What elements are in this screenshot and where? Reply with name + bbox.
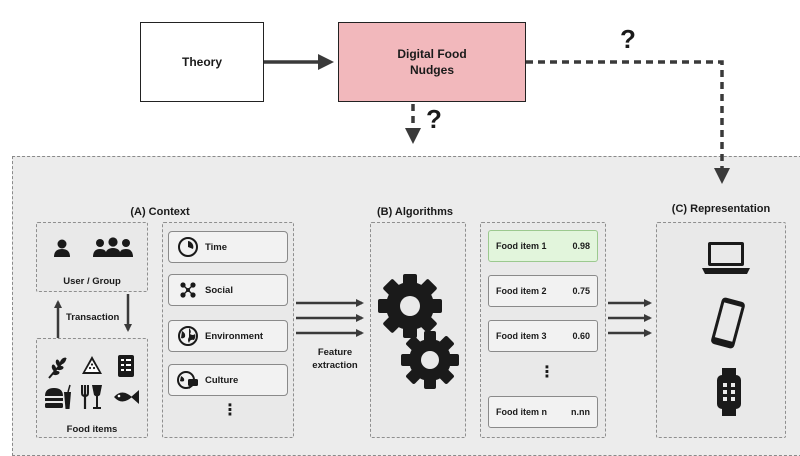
menu-list-icon [118, 355, 134, 377]
fish-icon [114, 390, 139, 404]
context-item-time: Time [168, 231, 288, 263]
cutlery-glass-icon [81, 385, 102, 409]
ranked-item-n: Food item n n.nn [488, 396, 598, 428]
gears-icon [378, 274, 459, 389]
ranked-item-1: Food item 1 0.98 [488, 230, 598, 262]
laptop-icon [702, 242, 750, 274]
representation-title: (C) Representation [671, 203, 771, 215]
burger-drink-icon [45, 384, 71, 409]
ranked-item-n-name: Food item n [496, 407, 547, 417]
ranked-item-2-name: Food item 2 [496, 286, 547, 296]
algorithms-title: (B) Algorithms [377, 206, 453, 218]
context-item-social-label: Social [205, 284, 233, 296]
globe-icon [178, 326, 198, 346]
ranking-ellipsis: ⋮ [539, 364, 555, 381]
context-title: (A) Context [130, 206, 190, 218]
smartwatch-icon [717, 368, 741, 416]
ranked-item-1-score: 0.98 [572, 241, 590, 251]
globe-chat-icon [177, 371, 198, 389]
clock-icon [178, 237, 198, 257]
theory-box: Theory [140, 22, 264, 102]
nudges-to-representation-arrow [526, 60, 730, 184]
user-icon [54, 239, 70, 257]
watermelon-icon [82, 356, 102, 374]
user-group-label: User / Group [63, 276, 121, 287]
feature-extraction-line2: extraction [312, 360, 358, 371]
group-icon [93, 237, 133, 257]
question-mark-middle: ? [426, 104, 442, 134]
ranked-item-n-score: n.nn [571, 407, 590, 417]
context-item-environment-label: Environment [205, 330, 264, 342]
transaction-label: Transaction [66, 312, 120, 323]
ranked-item-3-name: Food item 3 [496, 331, 547, 341]
digital-food-nudges-box: Digital Food Nudges [338, 22, 526, 102]
food-items-box [36, 338, 148, 438]
algorithms-box [370, 222, 466, 438]
context-item-culture: Culture [168, 364, 288, 396]
context-ellipsis: ⋮ [222, 402, 238, 419]
question-mark-top: ? [620, 24, 636, 54]
wheat-icon [48, 357, 67, 379]
context-item-social: Social [168, 274, 288, 306]
nudges-label-line1: Digital Food [397, 47, 467, 61]
context-item-time-label: Time [205, 241, 228, 253]
feature-extraction-label: Feature extraction [300, 346, 370, 372]
people-network-icon [180, 282, 196, 298]
ranked-item-1-name: Food item 1 [496, 241, 547, 251]
context-item-culture-label: Culture [205, 374, 239, 386]
ranked-item-3: Food item 3 0.60 [488, 320, 598, 352]
ranked-item-3-score: 0.60 [572, 331, 590, 341]
theory-label: Theory [181, 55, 222, 69]
ranked-item-2: Food item 2 0.75 [488, 275, 598, 307]
food-items-label: Food items [66, 424, 118, 435]
ranked-item-2-score: 0.75 [572, 286, 590, 296]
feature-extraction-line1: Feature [317, 347, 353, 358]
context-item-environment: Environment [168, 320, 288, 352]
smartphone-icon [711, 297, 745, 349]
nudges-label-line2: Nudges [409, 63, 454, 77]
